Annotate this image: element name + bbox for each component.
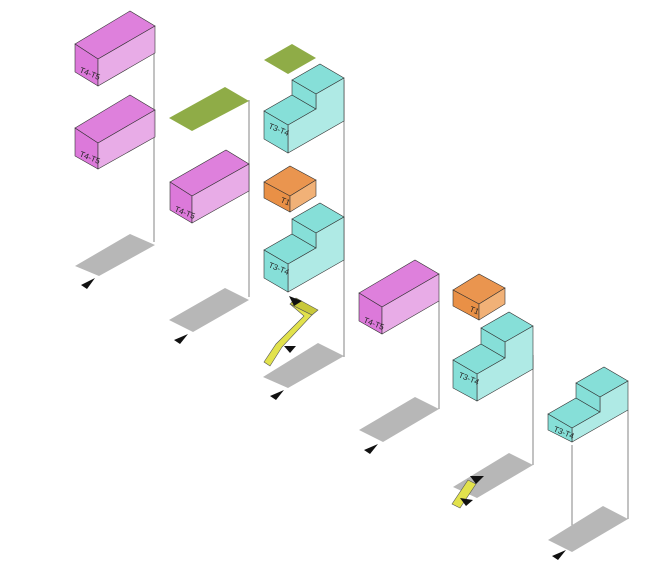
stack-3: T3-T4 T1 T3-T4 xyxy=(263,44,345,400)
stack-5: T1 T3-T4 xyxy=(451,273,534,509)
yellow-ramp xyxy=(451,476,484,509)
ramp-arrow xyxy=(460,498,473,506)
ground-slab xyxy=(169,288,249,332)
stair-arrow xyxy=(289,296,302,306)
entrance-arrow xyxy=(270,390,284,400)
cyan-block: T3-T4 xyxy=(452,311,534,402)
stair-arrow xyxy=(284,346,296,353)
stack-2: T4-T5 xyxy=(169,87,250,344)
cyan-block-upper: T3-T4 xyxy=(263,63,345,154)
block-label: T1 xyxy=(468,305,481,317)
green-roof-plane xyxy=(169,87,249,131)
cyan-block: T3-T4 xyxy=(547,366,629,443)
stack-4: T4-T5 xyxy=(358,259,440,454)
magenta-block: T4-T5 xyxy=(169,149,250,224)
stack-6: T3-T4 xyxy=(547,366,629,560)
ground-slab xyxy=(548,506,628,552)
green-roof-plane xyxy=(264,44,316,74)
stack-1: T4-T5 T4-T5 xyxy=(74,10,156,289)
ground-slab xyxy=(75,234,155,276)
orange-block: T1 xyxy=(263,165,317,213)
entrance-arrow xyxy=(552,550,566,560)
magenta-block-lower: T4-T5 xyxy=(74,94,156,170)
ground-slab xyxy=(359,397,439,442)
magenta-block-upper: T4-T5 xyxy=(74,10,156,87)
entrance-arrow xyxy=(364,444,378,454)
ramp-arrow xyxy=(470,476,484,484)
block-label: T1 xyxy=(279,196,292,208)
entrance-arrow xyxy=(174,334,188,344)
yellow-stair xyxy=(263,296,319,367)
ground-slab xyxy=(263,343,344,388)
entrance-arrow xyxy=(81,278,95,289)
cyan-block-lower: T3-T4 xyxy=(263,202,345,293)
magenta-block: T4-T5 xyxy=(358,259,440,335)
orange-block: T1 xyxy=(452,273,506,321)
